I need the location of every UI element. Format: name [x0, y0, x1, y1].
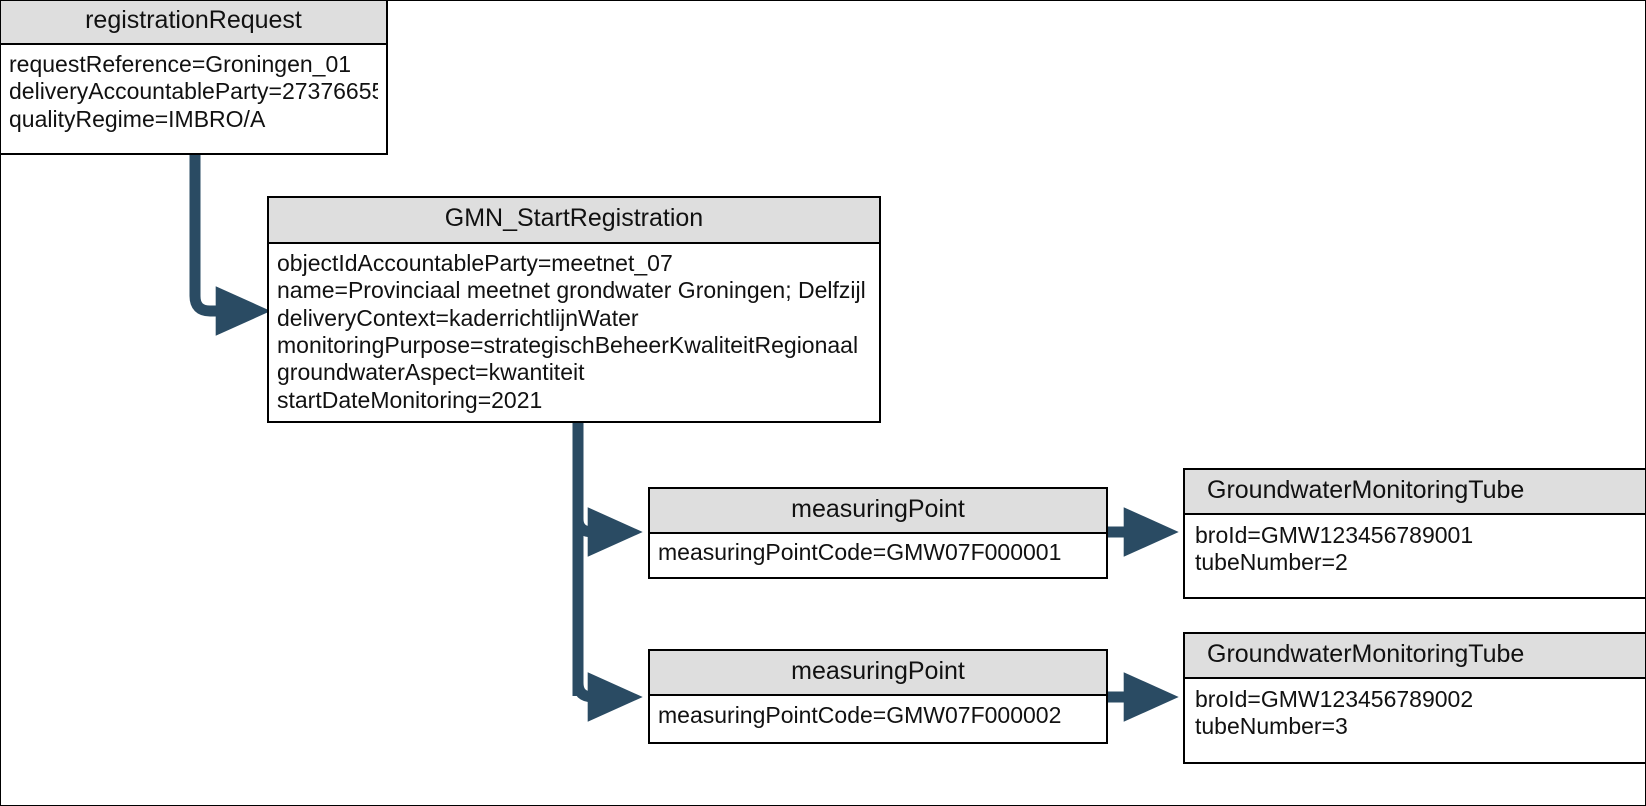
uml-box-groundwater-monitoring-tube-2[interactable]: GroundwaterMonitoringTube broId=GMW12345…	[1183, 632, 1645, 764]
attribute-row: measuringPointCode=GMW07F000002	[658, 702, 1062, 728]
uml-box-title: measuringPoint	[650, 651, 1106, 696]
uml-box-attributes: measuringPointCode=GMW07F000001	[650, 534, 1106, 577]
attribute-row: broId=GMW123456789002	[1195, 686, 1474, 712]
attribute-row: measuringPointCode=GMW07F000001	[658, 539, 1062, 565]
uml-box-measuring-point-1[interactable]: measuringPoint measuringPointCode=GMW07F…	[648, 487, 1108, 579]
attribute-row: objectIdAccountableParty=meetnet_07	[277, 250, 673, 276]
uml-box-title: GMN_StartRegistration	[269, 198, 879, 244]
attribute-row: requestReference=Groningen_01	[9, 51, 352, 77]
attribute-row: broId=GMW123456789001	[1195, 522, 1474, 548]
uml-box-attributes: broId=GMW123456789002 tubeNumber=3	[1185, 679, 1645, 762]
uml-box-registration-request[interactable]: registrationRequest requestReference=Gro…	[1, 1, 388, 155]
attribute-row: deliveryContext=kaderrichtlijnWater	[277, 304, 639, 331]
uml-box-attributes: broId=GMW123456789001 tubeNumber=2	[1185, 515, 1645, 597]
attribute-row: name=Provinciaal meetnet grondwater Gron…	[277, 277, 866, 304]
uml-box-title: registrationRequest	[1, 1, 386, 45]
connector-gmn-to-measuring-point-2	[572, 672, 643, 722]
uml-box-title: GroundwaterMonitoringTube	[1185, 470, 1645, 515]
uml-box-groundwater-monitoring-tube-1[interactable]: GroundwaterMonitoringTube broId=GMW12345…	[1183, 468, 1645, 599]
uml-box-attributes: measuringPointCode=GMW07F000002	[650, 696, 1106, 742]
uml-box-attributes: objectIdAccountableParty=meetnet_07 name…	[269, 244, 879, 421]
connector-registration-to-gmn	[189, 153, 271, 336]
uml-box-title: measuringPoint	[650, 489, 1106, 534]
attribute-row: monitoringPurpose=strategischBeheerKwali…	[277, 332, 859, 359]
attribute-row: tubeNumber=3	[1195, 713, 1348, 740]
attribute-row: startDateMonitoring=2021	[277, 386, 543, 413]
attribute-row: groundwaterAspect=kwantiteit	[277, 359, 585, 386]
uml-box-gmn-start-registration[interactable]: GMN_StartRegistration objectIdAccountabl…	[267, 196, 881, 423]
uml-box-measuring-point-2[interactable]: measuringPoint measuringPointCode=GMW07F…	[648, 649, 1108, 744]
attribute-row: qualityRegime=IMBRO/A	[9, 105, 266, 132]
attribute-row: tubeNumber=2	[1195, 549, 1348, 576]
uml-box-attributes: requestReference=Groningen_01 deliveryAc…	[1, 45, 386, 153]
connector-gmn-to-measuring-point-1	[572, 507, 643, 557]
uml-box-title: GroundwaterMonitoringTube	[1185, 634, 1645, 679]
attribute-row: deliveryAccountableParty=27376655	[9, 78, 378, 105]
